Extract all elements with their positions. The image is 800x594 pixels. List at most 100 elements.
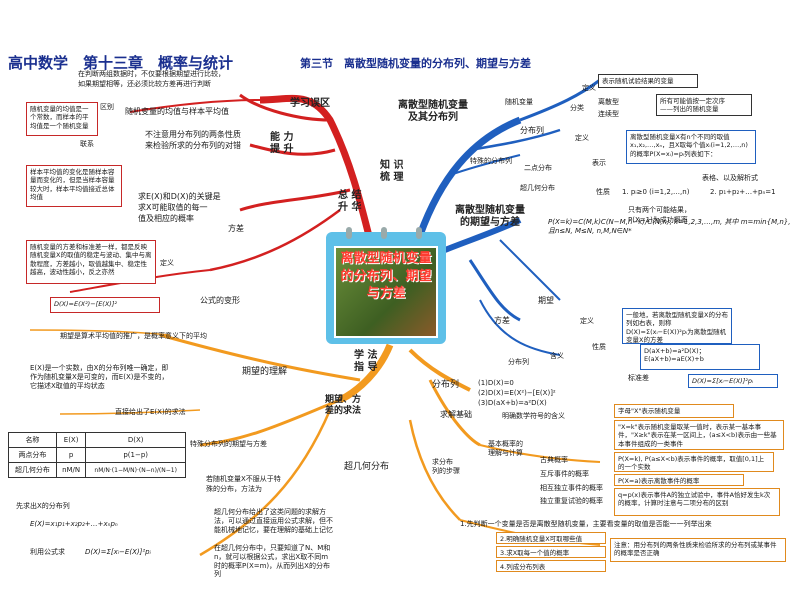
bernoulli-note-1: 若随机变量X不服从于特 bbox=[206, 475, 281, 483]
label-special-dist: 特殊的分布列 bbox=[470, 157, 512, 165]
label-solve-basis: 求解基础 bbox=[440, 410, 472, 419]
note-p-box: P(X=k), P(a≤X<b)表示事件的概率，取值[0,1]上的一个实数 bbox=[614, 452, 774, 472]
ring-icon bbox=[381, 227, 387, 239]
note-letter-box: 字母"X"表示随机变量 bbox=[614, 404, 734, 418]
prop-2: 2. p₁+p₂+…+pₙ=1 bbox=[710, 188, 776, 196]
red-branch-4 bbox=[239, 188, 351, 212]
table-cell: nM/N·(1−M/N)·(N−n)/(N−1) bbox=[85, 462, 186, 478]
special-dist-label: 特殊分布列的期望与方差 bbox=[190, 440, 267, 448]
table-cell: 两点分布 bbox=[8, 447, 57, 463]
simple-3: (3)D(aX+b)=a²D(X) bbox=[478, 399, 547, 407]
orange-branch-direct bbox=[59, 409, 201, 415]
table-row: 超几何分布 nM/N nM/N·(1−M/N)·(N−n)/(N−1) bbox=[8, 462, 186, 478]
ex-note: E(X)是一个实数，由X的分布列唯一确定，即作为随机变量X是可变的，而E(X)是… bbox=[30, 364, 169, 390]
label-relation: 联系 bbox=[80, 140, 94, 148]
orange-branch-left3 bbox=[199, 409, 332, 557]
red-branch-3 bbox=[249, 143, 336, 156]
hyper-formula: P(X=k)=C(M,k)C(N−M,n−k)/C(N,n), k=1,2,3,… bbox=[548, 218, 791, 235]
table-header-row: 名称 E(X) D(X) bbox=[8, 432, 186, 448]
center-image bbox=[334, 246, 438, 338]
orange-branch-main bbox=[338, 343, 394, 404]
red-branch-6 bbox=[129, 99, 261, 113]
variance-def-box: 一般地，若离散型随机变量X的分布列如右表，则称D(X)=Σ(xᵢ−E(X))²p… bbox=[622, 308, 732, 344]
table-header-cell: E(X) bbox=[55, 432, 87, 448]
table-header-cell: 名称 bbox=[8, 432, 57, 448]
table-cell: nM/N bbox=[55, 462, 87, 478]
success-prob-note: P(X=1)为成功概率 bbox=[628, 216, 688, 224]
label-definition: 定义 bbox=[160, 259, 174, 267]
ex-sum-formula: E(X)=x₁p₁+x₂p₂+…+xₙpₙ bbox=[30, 520, 118, 528]
bottom-note: 注意：用分布列的两条性质来检验所求的分布列或某事件的概率是否正确 bbox=[610, 538, 786, 562]
def-box-dist: 离散型随机变量X有n个不同的取值x₁,x₂,…,xₙ，且X取每个值xᵢ(i=1,… bbox=[626, 130, 756, 164]
center-node: 离散型随机变量的分布列、期望与方差 bbox=[326, 227, 446, 344]
table-cell: p bbox=[55, 447, 87, 463]
bernoulli-note-2: 殊的分布，方法为 bbox=[206, 485, 262, 493]
red-box-variance-def: 随机变量的方差和标准差一样，都是反映随机变量X的取值的稳定与波动、集中与离散程度… bbox=[26, 240, 156, 284]
note-check-2: 来检验所求的分布列的对错 bbox=[145, 141, 241, 150]
table-row: 两点分布 p p(1−p) bbox=[8, 447, 186, 463]
red-branch-5 bbox=[209, 208, 341, 272]
label-indep-repeat: 独立重复试验的概率 bbox=[540, 497, 603, 505]
special-dist-table: 名称 E(X) D(X) 两点分布 p p(1−p) 超几何分布 nM/N nM… bbox=[8, 432, 186, 478]
ring-icon bbox=[416, 227, 422, 239]
dx-formula: D(X)=Σ[xᵢ−E(X)]²pᵢ bbox=[85, 548, 151, 556]
label-dist-list: 分布列 bbox=[432, 380, 460, 390]
hub-ability: 能 力 提 升 bbox=[270, 132, 294, 155]
label-meaning: 含义 bbox=[550, 352, 564, 360]
hub-summary: 总 结 升 华 bbox=[338, 190, 362, 213]
blue-branch-expect bbox=[499, 239, 561, 301]
label-prop: 性质 bbox=[596, 188, 610, 196]
step-1: 1.先判断一个变量是否是离散型随机变量，主要看变量的取值是否能一一列举出来 bbox=[460, 520, 712, 528]
orange-branch-right3 bbox=[408, 419, 461, 521]
blue-branch-prop bbox=[479, 299, 561, 356]
step-4: 4.列成分布列表 bbox=[496, 560, 606, 572]
property-box: D(aX+b)=a²D(X)；E(aX+b)=aE(X)+b bbox=[640, 344, 760, 370]
orange-branch-ex bbox=[29, 329, 171, 336]
expect-note: 期望是算术平均值的推广，是概率意义下的平均 bbox=[60, 332, 207, 340]
mean-vs-sample: 随机变量的均值与样本平均值 bbox=[125, 107, 229, 116]
hub-mistakes: 学习误区 bbox=[290, 98, 330, 109]
use-formula-label: 利用公式求 bbox=[30, 548, 65, 556]
prop-1: 1. pᵢ≥0 (i=1,2,…,n) bbox=[622, 188, 690, 196]
simple-1: (1)D(X)=0 bbox=[478, 379, 514, 387]
label-continuous: 连续型 bbox=[598, 110, 619, 118]
orange-branch-right1 bbox=[408, 348, 471, 392]
label-expectation: 期望 bbox=[538, 296, 554, 305]
label-def-3: 定义 bbox=[580, 317, 594, 325]
label-discrete-var-dist: 离散型随机变量 及其分布列 bbox=[398, 100, 468, 123]
note-check-1: 不注意用分布列的两条性质 bbox=[145, 130, 241, 139]
hub-knowledge: 知 识 梳 理 bbox=[380, 160, 404, 183]
label-mutex: 互斥事件的概率 bbox=[540, 470, 589, 478]
key-note-3: 值及相应的概率 bbox=[138, 214, 194, 223]
label-discrete: 离散型 bbox=[598, 98, 619, 106]
note-x-box: "X=k"表示随机变量取某一值时，表示某一基本事件，"X≥k"表示在某一区间上，… bbox=[614, 420, 784, 450]
label-exp-var-methods: 期望、方 差的求法 bbox=[325, 395, 362, 416]
orange-branch-basic bbox=[479, 444, 601, 463]
orange-branch-left1 bbox=[159, 333, 361, 382]
label-two-point: 二点分布 bbox=[524, 164, 552, 172]
key-note-2: 求X可能取值的每一 bbox=[138, 203, 208, 212]
label-repr: 表示 bbox=[592, 159, 606, 167]
key-note-1: 求E(X)和D(X)的关键是 bbox=[138, 192, 221, 201]
label-basic-prob: 基本概率的 理解与计算 bbox=[488, 440, 523, 457]
page-title: 高中数学 第十三章 概率与统计 bbox=[8, 54, 234, 72]
meaning-box: D(X)=Σ[xᵢ−E(X)]²pᵢ bbox=[688, 374, 778, 388]
label-variance-right: 方差 bbox=[494, 316, 510, 325]
step-2: 2.明确随机变量X可取哪些值 bbox=[496, 532, 606, 544]
label-stddev: 标准差 bbox=[628, 374, 649, 382]
discrete-box: 所有可能值按一定次序 ——列出的随机变量 bbox=[656, 94, 752, 116]
note-compare-1: 在判断两组数据时，不仅要根据期望进行比较， bbox=[78, 70, 225, 78]
blue-branch-exp bbox=[443, 217, 522, 253]
label-formula-transform: 公式的变形 bbox=[200, 296, 240, 305]
label-property: 性质 bbox=[592, 343, 606, 351]
center-label: 离散型随机变量的分布列、期望与方差 bbox=[340, 251, 432, 302]
red-box-constant: 随机变量的均值是一个常数，而样本的平均值是一个随机变量 bbox=[26, 102, 98, 136]
note-compare-2: 如果期望相等，还必须比较方差再进行判断 bbox=[78, 80, 211, 88]
only-two-note: 只有两个可能结果， bbox=[628, 206, 691, 214]
hyper-note-1: 超几何分布给出了这类问题的求解方法，可以通过直接运用公式求解，但不能机械地记忆，… bbox=[214, 508, 333, 534]
label-independent: 相互独立事件的概率 bbox=[540, 484, 603, 492]
label-variance: 方差 bbox=[228, 224, 244, 233]
table-cell: p(1−p) bbox=[85, 447, 186, 463]
label-def-2: 定义 bbox=[575, 134, 589, 142]
